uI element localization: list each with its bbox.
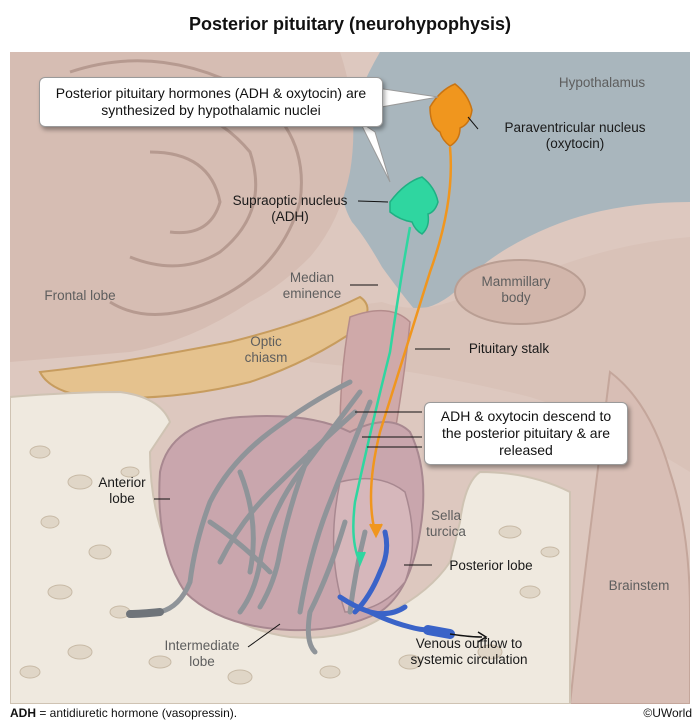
copyright-credit: ©UWorld — [643, 706, 692, 720]
label-anterior-lobe: Anterior lobe — [98, 475, 146, 506]
label-pituitary-stalk: Pituitary stalk — [468, 341, 550, 356]
label-supraoptic-nucleus: Supraoptic nucleus (ADH) — [232, 193, 348, 224]
supraoptic-nucleus — [389, 176, 439, 235]
mammillary-body — [454, 259, 586, 325]
label-sella-turcica: Sella turcica — [426, 508, 466, 539]
supraoptic-axon-tract — [352, 226, 412, 563]
label-venous-outflow: Venous outflow to systemic circulation — [410, 636, 528, 667]
frontal-lobe — [10, 52, 354, 362]
callout-hormone-descent: ADH & oxytocin descend to the posterior … — [424, 402, 628, 465]
label-hypothalamus: Hypothalamus — [558, 75, 646, 90]
label-median-eminence: Median eminence — [282, 270, 342, 301]
label-brainstem: Brainstem — [608, 578, 670, 593]
label-optic-chiasm: Optic chiasm — [244, 334, 288, 365]
footnote: ADH = antidiuretic hormone (vasopressin)… — [10, 706, 237, 720]
callout-hormone-synthesis: Posterior pituitary hormones (ADH & oxyt… — [39, 77, 383, 127]
paraventricular-nucleus — [429, 83, 473, 147]
page-title: Posterior pituitary (neurohypophysis) — [188, 14, 512, 34]
label-frontal-lobe: Frontal lobe — [44, 288, 116, 303]
footnote-text: = antidiuretic hormone (vasopressin). — [36, 706, 238, 720]
anatomy-illustration: Posterior pituitary hormones (ADH & oxyt… — [10, 52, 690, 704]
footnote-abbreviation: ADH — [10, 706, 36, 720]
label-mammillary-body: Mammillary body — [481, 274, 551, 305]
label-intermediate-lobe: Intermediate lobe — [164, 638, 240, 669]
paraventricular-axon-tract — [369, 146, 453, 533]
third-ventricle — [340, 52, 690, 310]
label-posterior-lobe: Posterior lobe — [449, 558, 533, 573]
label-paraventricular-nucleus: Paraventricular nucleus (oxytocin) — [504, 120, 646, 151]
